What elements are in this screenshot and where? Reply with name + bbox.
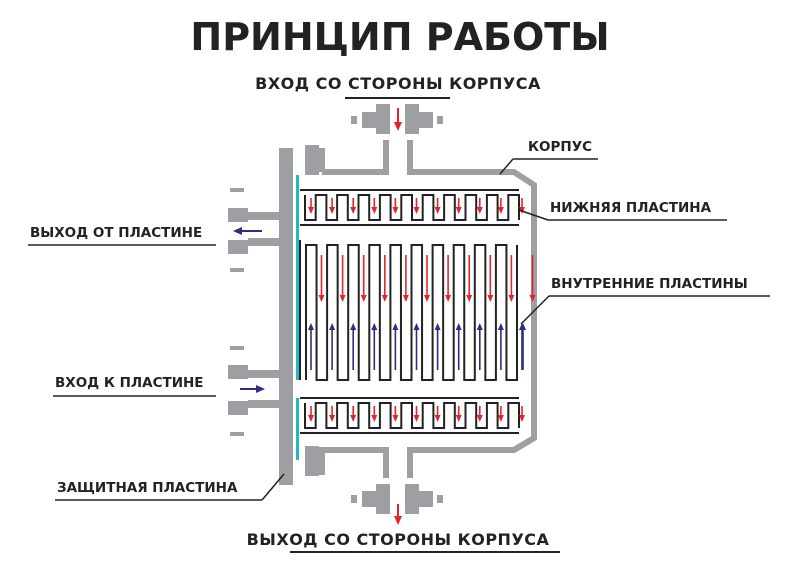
cold-arrow-inner: [329, 323, 336, 370]
hot-arrow-inner: [381, 255, 388, 302]
hot-arrow-top: [371, 198, 378, 214]
hot-arrow-bottom: [350, 406, 357, 422]
seal-strip-bottom: [296, 398, 299, 460]
cold-arrow-inner: [519, 323, 525, 370]
hot-arrow-inner: [487, 255, 494, 302]
hot-arrow-bottom: [519, 406, 525, 422]
plate-inlet-port: [228, 346, 280, 436]
housing-top-stub: [305, 145, 319, 175]
seal-strip-top: [296, 175, 299, 380]
cold-arrow-inner: [308, 323, 314, 370]
bottom-plate-upper-serpentine: [300, 189, 520, 226]
protective-plate-leader-diag: [261, 473, 285, 501]
cold-arrow-inner: [497, 323, 504, 370]
bottom-plate-leader-diag: [518, 209, 549, 221]
hot-arrow-bottom: [476, 406, 483, 422]
plate-inlet-arrow: [240, 385, 265, 393]
hot-arrow-bottom: [392, 406, 399, 422]
hot-arrow-bottom: [497, 406, 504, 422]
hot-arrow-top: [392, 198, 399, 214]
top-inlet-flange: [351, 104, 443, 134]
cold-arrow-inner: [413, 323, 420, 370]
shell-inlet-arrow: [394, 108, 402, 131]
hot-arrow-bottom: [371, 406, 378, 422]
hot-arrow-top: [350, 198, 357, 214]
hot-arrow-inner: [466, 255, 473, 302]
shell-inlet-label: ВХОД СО СТОРОНЫ КОРПУСА: [255, 74, 541, 93]
cold-arrow-inner: [434, 323, 441, 370]
hot-arrow-inner: [318, 255, 325, 302]
cold-arrow-inner: [350, 323, 357, 370]
plate-outlet-arrow: [233, 227, 262, 235]
hot-arrow-inner: [529, 255, 536, 302]
protective-plate-label: ЗАЩИТНАЯ ПЛАСТИНА: [57, 480, 238, 496]
inner-plates-leader-diag: [520, 295, 550, 325]
cold-arrow-inner: [476, 323, 483, 370]
cold-arrow-inner: [455, 323, 462, 370]
housing-shell: [319, 140, 537, 478]
hot-arrow-inner: [402, 255, 409, 302]
cold-arrow-inner: [392, 323, 399, 370]
hot-arrow-inner: [424, 255, 430, 302]
plate-inlet-label: ВХОД К ПЛАСТИНЕ: [55, 375, 204, 391]
hot-arrow-top: [329, 198, 336, 214]
hot-arrow-inner: [360, 255, 367, 302]
shell-outlet-label: ВЫХОД СО СТОРОНЫ КОРПУСА: [247, 530, 550, 549]
bottom-plate-label: НИЖНЯЯ ПЛАСТИНА: [550, 200, 712, 216]
hot-arrow-top: [413, 198, 420, 214]
plate-outlet-label: ВЫХОД ОТ ПЛАСТИНЕ: [30, 225, 202, 241]
hot-arrow-inner: [508, 255, 515, 302]
hot-arrow-top: [308, 198, 314, 214]
hot-arrow-bottom: [413, 406, 420, 422]
bottom-plate-lower-serpentine: [300, 397, 520, 434]
cold-arrow-edge: [520, 323, 526, 370]
cold-arrow-inner: [371, 323, 378, 370]
bottom-outlet-flange: [351, 484, 443, 514]
inner-plates-serpentine: [299, 240, 518, 381]
hot-arrow-bottom: [455, 406, 462, 422]
hot-arrow-bottom: [329, 406, 336, 422]
shell-outlet-arrow: [394, 504, 402, 525]
hot-arrow-top: [434, 198, 441, 214]
hot-arrow-bottom: [434, 406, 441, 422]
hot-arrow-top: [455, 198, 462, 214]
plate-outlet-port: [228, 188, 280, 272]
hot-arrow-inner: [445, 255, 452, 302]
page-title: ПРИНЦИП РАБОТЫ: [190, 15, 609, 59]
housing-leader-diag: [499, 158, 514, 175]
housing-bottom-stub: [305, 446, 319, 476]
inner-plates-label: ВНУТРЕННИЕ ПЛАСТИНЫ: [551, 276, 748, 292]
flow-arrows: [308, 198, 536, 422]
hot-arrow-top: [497, 198, 504, 214]
hot-arrow-top: [476, 198, 483, 214]
protective-plate: [279, 148, 293, 485]
hot-arrow-inner: [339, 255, 346, 302]
housing-label: КОРПУС: [528, 139, 592, 155]
hot-arrow-bottom: [308, 406, 314, 422]
